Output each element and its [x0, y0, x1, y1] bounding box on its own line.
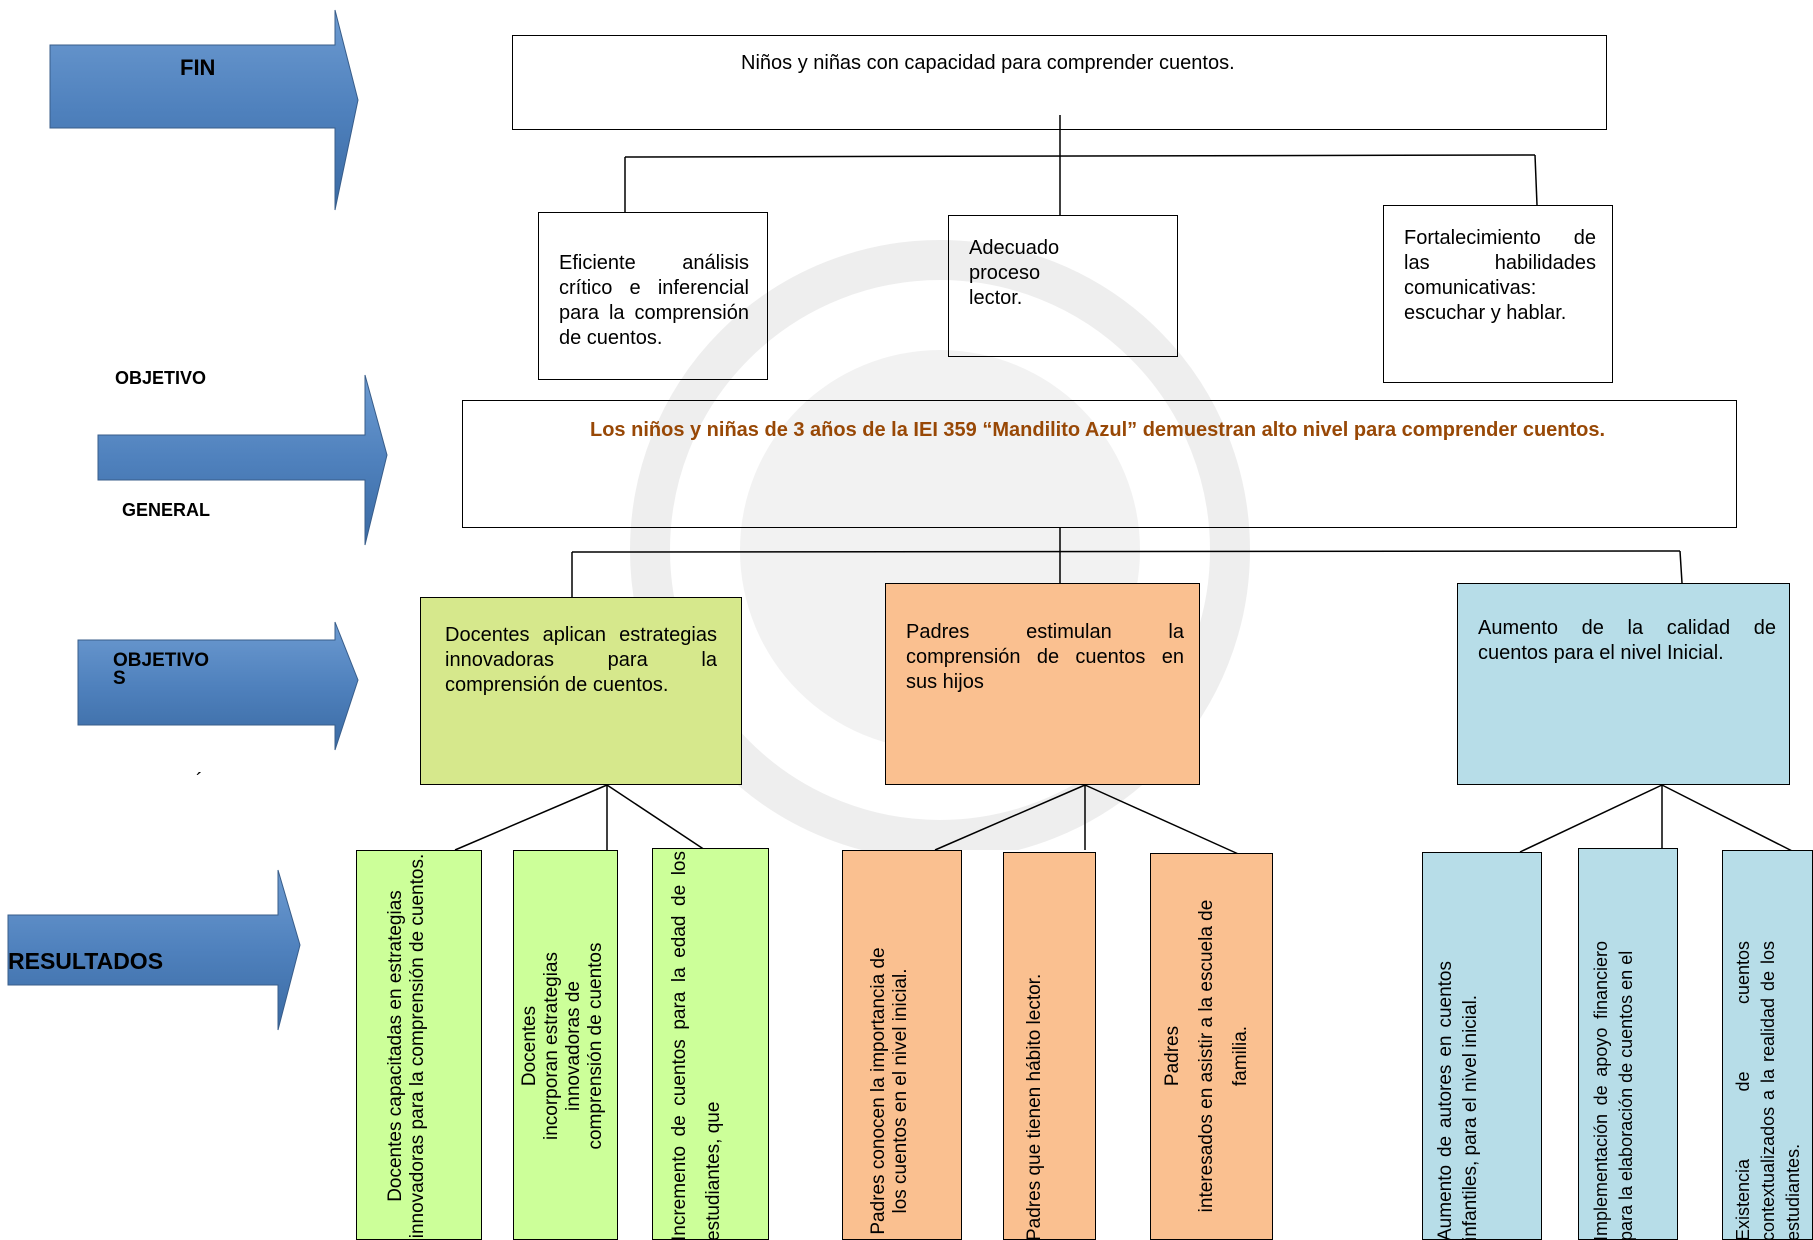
resultado-docentes-incorporan: Docentes incorporan estrategias innovado… — [513, 850, 618, 1240]
resultado-aumento-autores: Aumento de autores en cuentos infantiles… — [1422, 852, 1542, 1240]
fin-child-proceso: Adecuado proceso lector. — [948, 215, 1178, 357]
resultado-padres-conocen: Padres conocen la importancia de los cue… — [842, 850, 962, 1240]
objetivo-especifico-calidad-text: Aumento de la calidad de cuentos para el… — [1478, 617, 1776, 664]
objetivos-label: OBJETIVO S — [113, 650, 210, 689]
objetivo-especifico-padres: Padres estimulan la comprensión de cuent… — [885, 583, 1200, 785]
objetivo-label: OBJETIVO — [115, 368, 207, 388]
objetivos-arrow — [77, 621, 359, 751]
objetivo-especifico-docentes-text: Docentes aplican estrategias innovadoras… — [445, 624, 717, 696]
resultado-padres-habito: Padres que tienen hábito lector. — [1003, 852, 1096, 1240]
resultado-apoyo-financiero: Implementación de apoyo financiero para … — [1578, 848, 1678, 1240]
resultado-padres-habito-text: Padres que tienen hábito lector. — [1024, 973, 1045, 1240]
tick-mark: ´ — [196, 770, 203, 792]
resultado-padres-escuela: Padres interesados en asistir a la escue… — [1150, 853, 1273, 1240]
fin-arrow — [49, 9, 359, 211]
resultado-incremento-cuentos: Incremento de cuentos para la edad de lo… — [652, 848, 769, 1240]
resultados-label: RESULTADOS — [8, 948, 164, 974]
objetivo-general-text: Los niños y niñas de 3 años de la IEI 35… — [590, 419, 1606, 441]
fin-text: Niños y niñas con capacidad para compren… — [741, 52, 1235, 74]
resultado-apoyo-financiero-text: Implementación de apoyo financiero para … — [1591, 941, 1636, 1240]
fin-label: FIN — [180, 55, 216, 80]
objetivo-general-arrow — [97, 374, 388, 546]
arrows-layer — [7, 9, 388, 1031]
fin-box: Niños y niñas con capacidad para compren… — [512, 35, 1607, 130]
objetivo-especifico-docentes: Docentes aplican estrategias innovadoras… — [420, 597, 742, 785]
fin-child-analisis-text: Eficiente análisis crítico e inferencial… — [559, 252, 749, 349]
resultados-arrow — [7, 869, 301, 1031]
fin-child-habilidades-text: Fortalecimiento de las habilidades comun… — [1404, 227, 1596, 324]
resultado-docentes-capacitadas-text: Docentes capacitadas en estrategias inno… — [385, 853, 428, 1239]
resultado-padres-conocen-text: Padres conocen la importancia de los cue… — [868, 947, 911, 1235]
resultado-existencia-cuentos-text: Existencia de cuentos contextualizados a… — [1733, 941, 1803, 1240]
resultado-padres-escuela-text: Padres interesados en asistir a la escue… — [1162, 899, 1251, 1213]
fin-child-proceso-text: Adecuado proceso lector. — [969, 237, 1060, 309]
objetivo-general-box: Los niños y niñas de 3 años de la IEI 35… — [462, 400, 1737, 528]
resultado-aumento-autores-text: Aumento de autores en cuentos infantiles… — [1435, 961, 1481, 1240]
resultado-docentes-incorporan-text: Docentes incorporan estrategias innovado… — [519, 942, 606, 1150]
resultado-incremento-cuentos-text: Incremento de cuentos para la edad de lo… — [669, 851, 724, 1240]
general-label: GENERAL — [122, 500, 211, 520]
fin-child-analisis: Eficiente análisis crítico e inferencial… — [538, 212, 768, 380]
fin-child-habilidades: Fortalecimiento de las habilidades comun… — [1383, 205, 1613, 383]
resultado-docentes-capacitadas: Docentes capacitadas en estrategias inno… — [356, 850, 482, 1240]
objetivo-especifico-padres-text: Padres estimulan la comprensión de cuent… — [906, 621, 1184, 693]
objetivo-especifico-calidad: Aumento de la calidad de cuentos para el… — [1457, 583, 1790, 785]
resultado-existencia-cuentos: Existencia de cuentos contextualizados a… — [1722, 850, 1813, 1240]
